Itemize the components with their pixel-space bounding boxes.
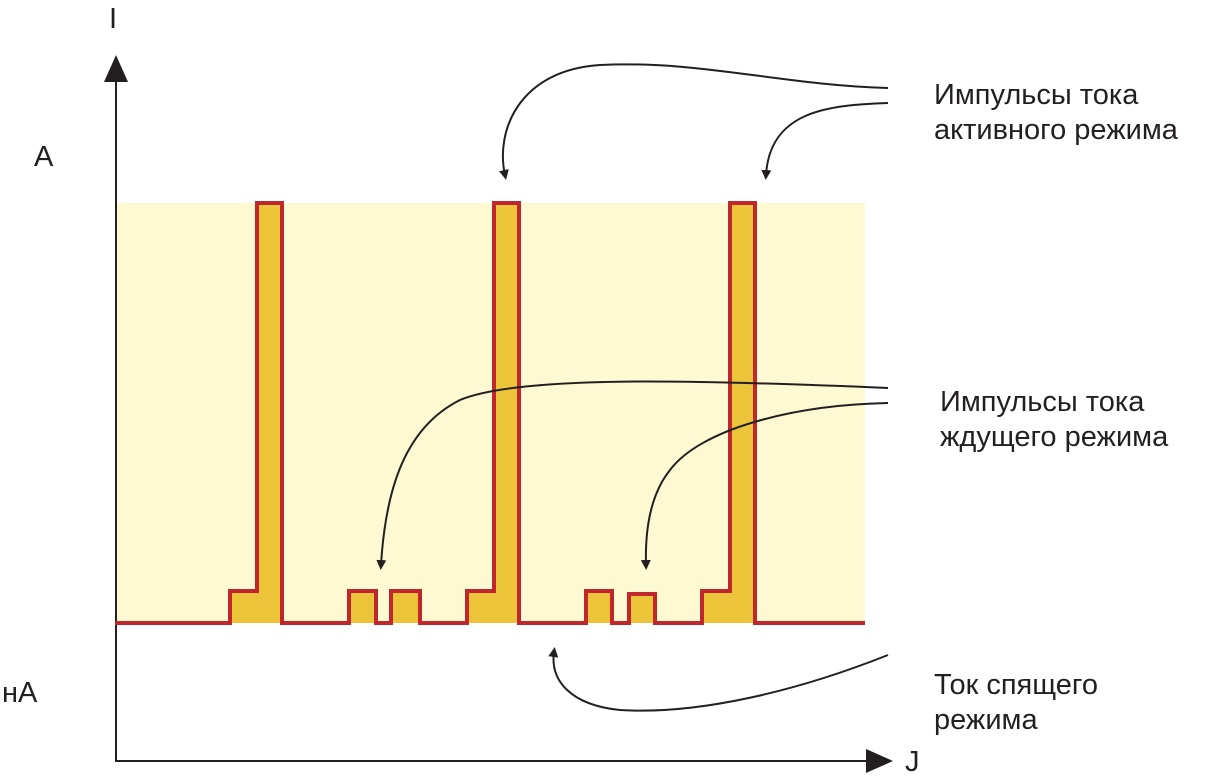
y-axis-arrow-icon [104, 55, 128, 82]
y-axis-label: I [109, 3, 118, 35]
x-axis-arrow-icon [866, 749, 893, 773]
arrow-active-2 [761, 102, 889, 180]
standby-label-line2: ждущего режима [940, 421, 1169, 453]
y-high-label: A [34, 141, 54, 173]
arrow-sleep [548, 647, 889, 712]
standby-label-line1: Импульсы тока [940, 386, 1145, 418]
sleep-current-label: Ток спящего режима [934, 668, 1098, 738]
current-waveform [115, 201, 865, 625]
arrow-active-1 [499, 63, 889, 180]
active-label-line2: активного режима [934, 114, 1178, 146]
y-low-label: нА [2, 677, 38, 709]
active-label-line1: Импульсы тока [934, 79, 1139, 111]
standby-pulses-label: Импульсы тока ждущего режима [940, 385, 1168, 455]
arrow-standby-2 [640, 402, 889, 570]
sleep-label-line1: Ток спящего [934, 669, 1098, 701]
x-axis-label: J [905, 746, 920, 778]
active-pulses-label: Импульсы тока активного режима [934, 78, 1178, 148]
sleep-label-line2: режима [934, 704, 1038, 736]
arrow-standby-1 [376, 380, 889, 570]
